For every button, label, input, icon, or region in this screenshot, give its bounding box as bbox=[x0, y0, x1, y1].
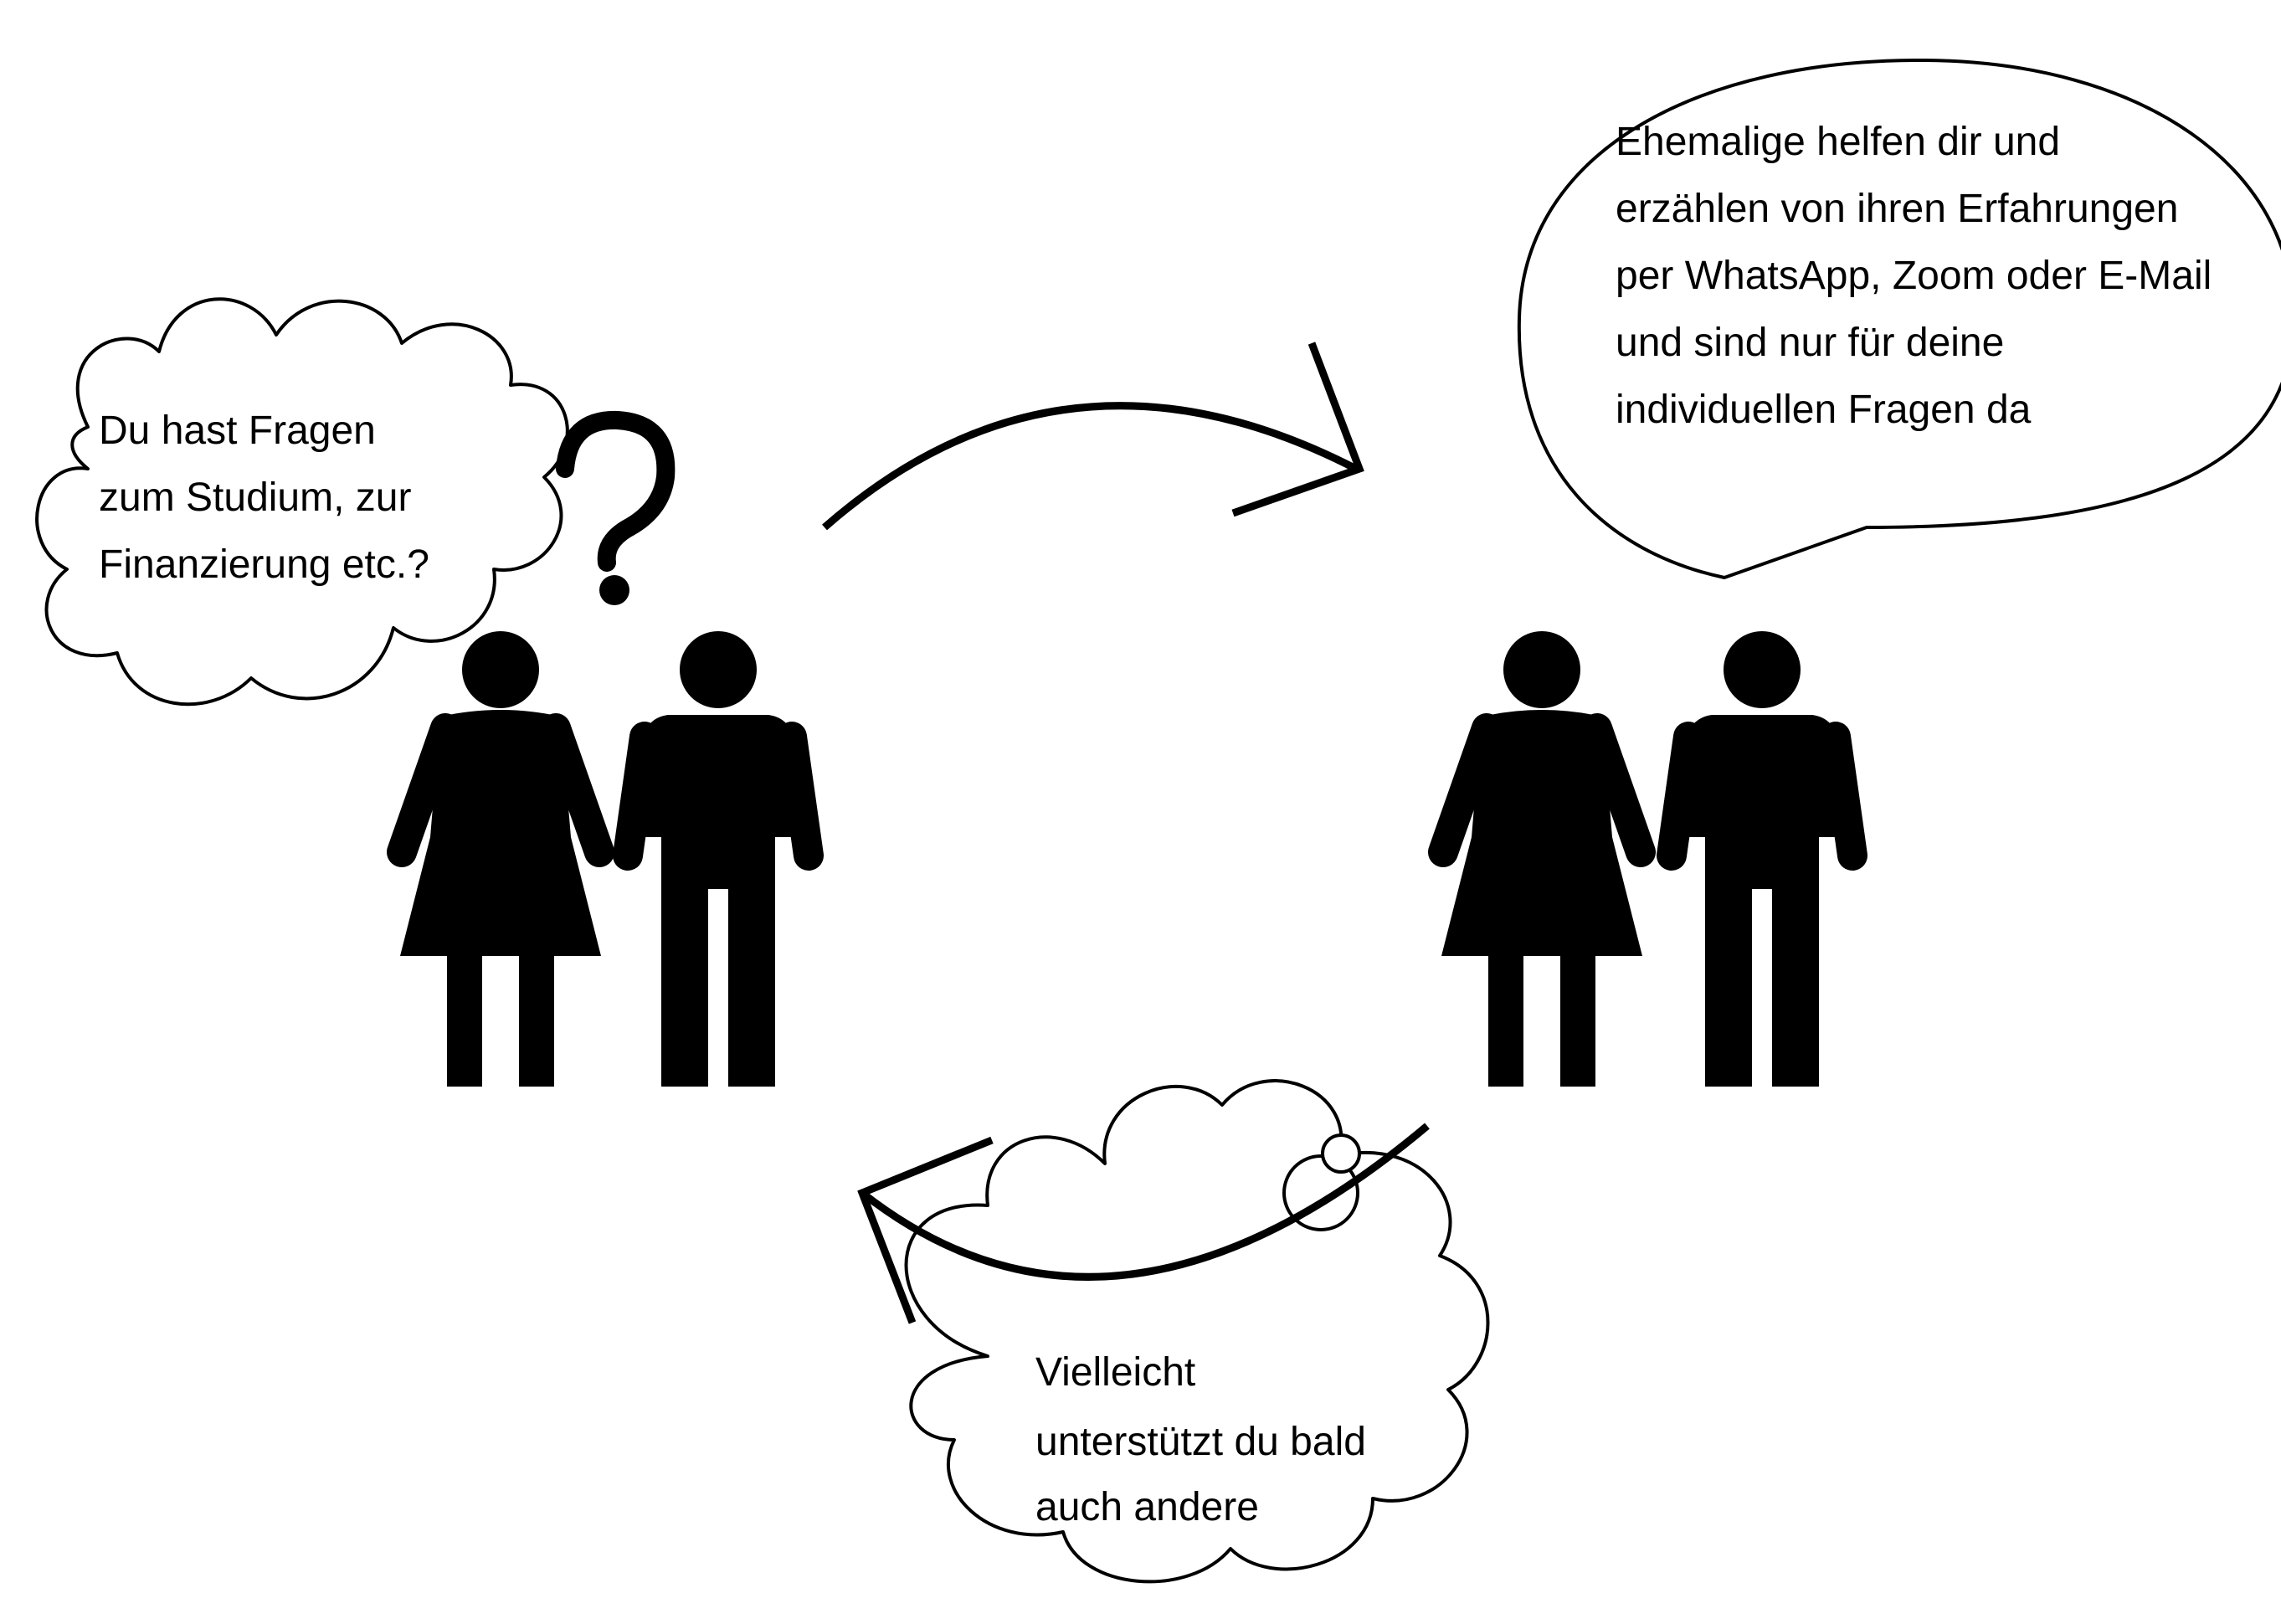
speech-bubble-line: Ehemalige helfen dir und bbox=[1616, 120, 2060, 164]
woman-icon bbox=[400, 631, 601, 1087]
right-person-pair bbox=[1441, 631, 1852, 1087]
question-cloud-line: Finanzierung etc.? bbox=[99, 542, 429, 587]
speech-bubble-icon bbox=[1517, 58, 2281, 579]
question-cloud-line: zum Studium, zur bbox=[99, 475, 411, 520]
speech-bubble-line: individuellen Fragen da bbox=[1616, 388, 2032, 432]
thought-bubble-dot bbox=[1321, 1133, 1361, 1174]
man-icon bbox=[628, 631, 809, 1087]
bottom-cloud-line: unterstützt du bald bbox=[1035, 1420, 1366, 1464]
left-person-pair bbox=[400, 631, 809, 1087]
question-cloud-line: Du hast Fragen bbox=[99, 409, 376, 453]
svg-text:Vielleicht unterstützt d: Vielleicht unterstützt du bald auch ande… bbox=[1035, 1350, 1377, 1529]
curved-arrow-left bbox=[857, 1123, 1430, 1324]
speech-bubble-line: erzählen von ihren Erfahrungen bbox=[1616, 187, 2178, 231]
speech-bubble-line: per WhatsApp, Zoom oder E-Mail bbox=[1616, 254, 2212, 298]
question-mark-icon bbox=[556, 410, 676, 605]
thought-cloud-icon bbox=[35, 297, 569, 707]
woman-icon bbox=[1441, 631, 1642, 1087]
man-icon bbox=[1672, 631, 1852, 1087]
question-cloud: Du hast Fragen zum Studium, zur Finanzie… bbox=[35, 297, 569, 707]
svg-text:Du hast Fragen zum Studi: Du hast Fragen zum Studium, zur Finanzie… bbox=[99, 409, 429, 587]
curved-arrow-right bbox=[822, 342, 1364, 531]
bottom-cloud-line: auch andere bbox=[1035, 1485, 1259, 1529]
speech-bubble-line: und sind nur für deine bbox=[1616, 321, 2004, 365]
bottom-cloud: Vielleicht unterstützt du bald auch ande… bbox=[904, 1079, 1490, 1584]
svg-text:Ehemalige helfen dir und: Ehemalige helfen dir und erzählen von ih… bbox=[1616, 120, 2223, 432]
bottom-cloud-line: Vielleicht bbox=[1035, 1350, 1195, 1395]
speech-bubble: Ehemalige helfen dir und erzählen von ih… bbox=[1517, 58, 2281, 579]
